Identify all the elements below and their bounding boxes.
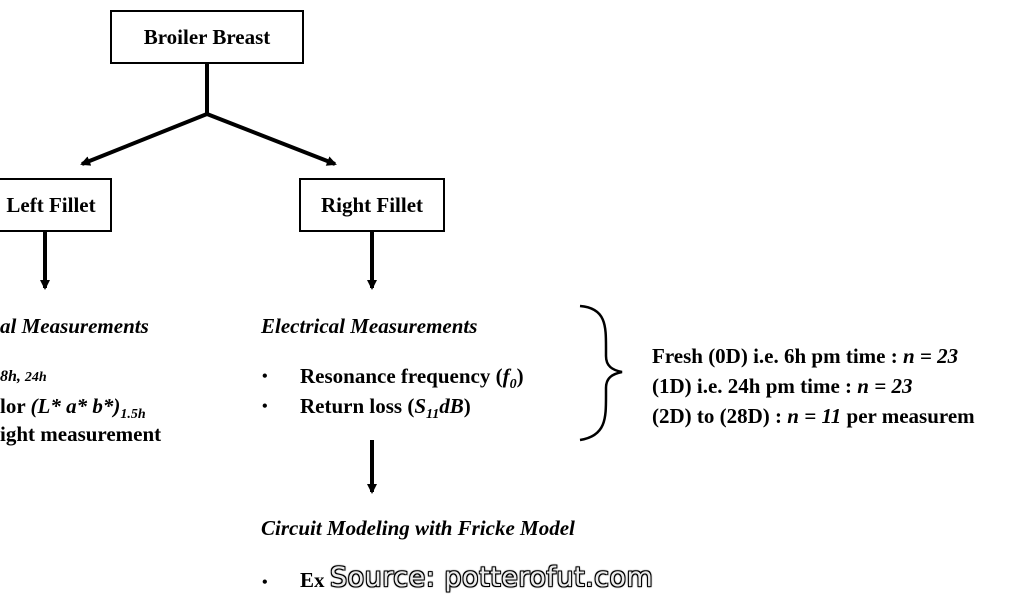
sample-2d-suffix: per measurem: [841, 404, 975, 428]
arrow-to-right-fillet: [206, 112, 337, 166]
return-loss-text: Return loss (: [300, 394, 415, 418]
left-line2: lor (L* a* b*)1.5h: [0, 394, 146, 423]
bullet-marker: •: [262, 398, 268, 415]
root-node-box: Broiler Breast: [110, 10, 304, 64]
sample-2d-n-value: 11: [821, 404, 842, 428]
left-line2-formula: (L* a* b*): [30, 394, 121, 418]
sample-1d-line: (1D) i.e. 24h pm time : n = 23: [652, 374, 912, 399]
right-fillet-box: Right Fillet: [299, 178, 445, 232]
return-loss-close: ): [463, 394, 471, 418]
root-node-label: Broiler Breast: [143, 24, 271, 49]
sample-1d-n: n = 23: [857, 374, 913, 398]
sample-2d-28d-line: (2D) to (28D) : n = 11 per measurem: [652, 404, 975, 429]
sample-fresh-n: n = 23: [903, 344, 959, 368]
sample-fresh-line: Fresh (0D) i.e. 6h pm time : n = 23: [652, 344, 958, 369]
left-line1: 8h, 24h: [0, 368, 47, 385]
resonance-sub: 0: [509, 377, 517, 392]
return-loss-item: Return loss (S11dB): [300, 394, 471, 423]
return-loss-unit: dB: [439, 394, 464, 418]
bullet-marker: •: [262, 574, 268, 591]
resonance-close: ): [516, 364, 524, 388]
sample-fresh-prefix: Fresh (0D) i.e. 6h pm time :: [652, 344, 903, 368]
circuit-modeling-heading: Circuit Modeling with Fricke Model: [261, 516, 575, 540]
return-loss-sub: 11: [426, 407, 440, 422]
source-watermark: Source: potterofut.com: [330, 562, 654, 593]
return-loss-symbol: S: [414, 394, 427, 418]
resonance-frequency-item: Resonance frequency (f0): [300, 364, 524, 393]
arrow-to-left-fillet: [80, 112, 208, 166]
bullet-marker: •: [262, 368, 268, 385]
left-line1-text: 8h: [0, 368, 17, 385]
left-fillet-box: Left Fillet: [0, 178, 112, 232]
electrical-measurements-heading: Electrical Measurements: [261, 314, 478, 338]
sample-2d-prefix: (2D) to (28D) :: [652, 404, 788, 428]
left-line3: ight measurement: [0, 422, 162, 446]
resonance-symbol: f: [502, 364, 510, 388]
left-measurements-heading: al Measurements: [0, 314, 149, 338]
left-fillet-label: Left Fillet: [6, 192, 96, 217]
left-line1-sup: 24h: [24, 370, 47, 385]
curly-brace: [579, 304, 623, 442]
left-line2-sub: 1.5h: [120, 407, 146, 422]
sample-1d-prefix: (1D) i.e. 24h pm time :: [652, 374, 858, 398]
sample-2d-n-label: n =: [787, 404, 822, 428]
left-line2-prefix: lor: [0, 394, 26, 418]
right-fillet-label: Right Fillet: [320, 192, 424, 217]
modeling-item: Ex: [300, 568, 325, 592]
resonance-text: Resonance frequency (: [300, 364, 503, 388]
